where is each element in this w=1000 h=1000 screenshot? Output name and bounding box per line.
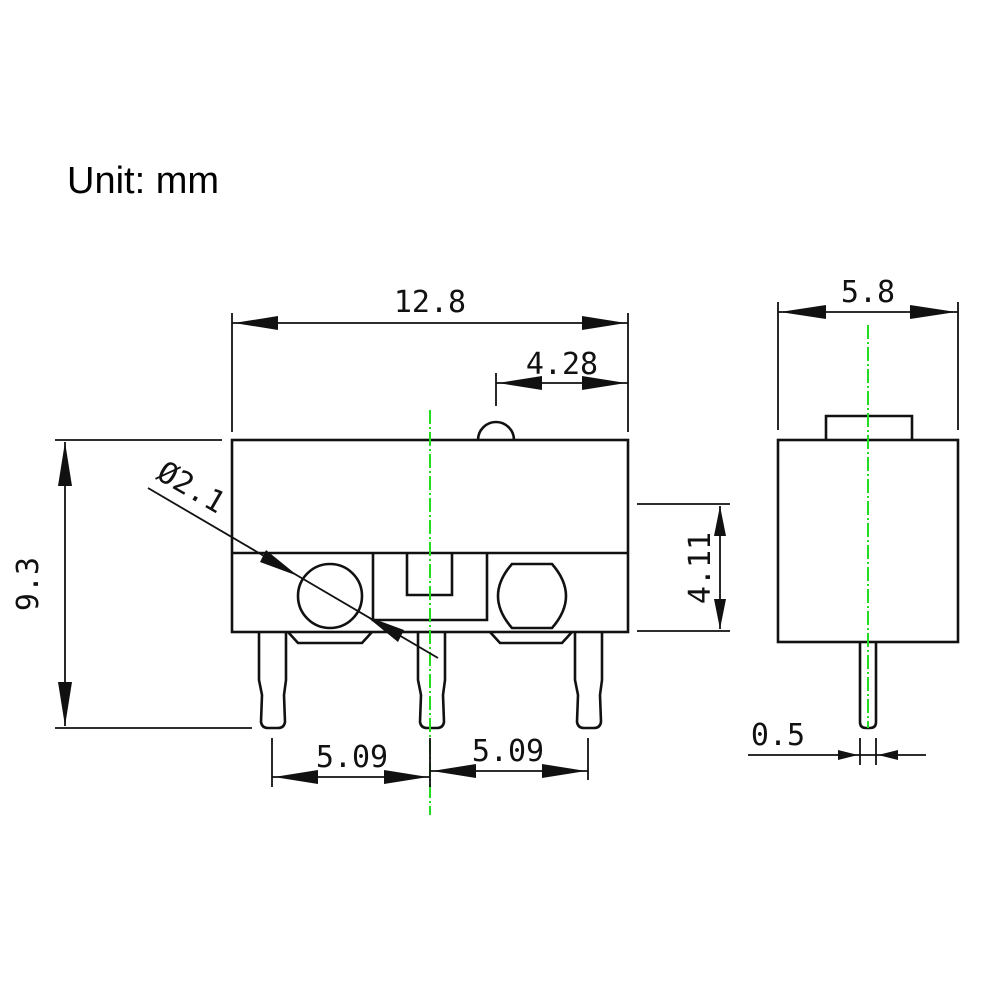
pin-center (416, 632, 447, 730)
dim-depth: 5.8 (777, 275, 959, 430)
bottom-notch-right (489, 631, 573, 645)
dim-lower-height: 4.11 (637, 503, 730, 632)
dim-hole-diameter-label: Ø2.1 (151, 455, 231, 521)
dim-pin-pitch-left-label: 5.09 (316, 740, 388, 775)
dim-overall-width: 12.8 (231, 285, 629, 432)
bottom-notch-left (287, 631, 373, 645)
mounting-hole-left (296, 562, 364, 630)
dim-overall-height: 9.3 (11, 439, 252, 729)
mounting-hole-right (496, 562, 568, 630)
pin-right (573, 632, 604, 730)
dim-pin-thickness: 0.5 (748, 718, 926, 765)
dim-hole-diameter: Ø2.1 (147, 455, 439, 659)
unit-label: Unit: mm (67, 160, 219, 202)
dim-actuator-offset: 4.28 (495, 347, 628, 406)
side-view (776, 325, 960, 730)
dim-pin-thickness-label: 0.5 (751, 718, 805, 753)
dim-depth-label: 5.8 (841, 275, 895, 310)
dim-actuator-offset-label: 4.28 (526, 347, 598, 382)
dim-lower-height-label: 4.11 (683, 532, 718, 604)
dim-pin-pitch-right-label: 5.09 (472, 734, 544, 769)
actuator-bump (476, 420, 516, 441)
dim-overall-height-label: 9.3 (11, 557, 46, 611)
pin-left (257, 632, 288, 730)
dim-overall-width-label: 12.8 (394, 285, 466, 320)
dim-pin-pitch: 5.09 5.09 (271, 734, 589, 787)
